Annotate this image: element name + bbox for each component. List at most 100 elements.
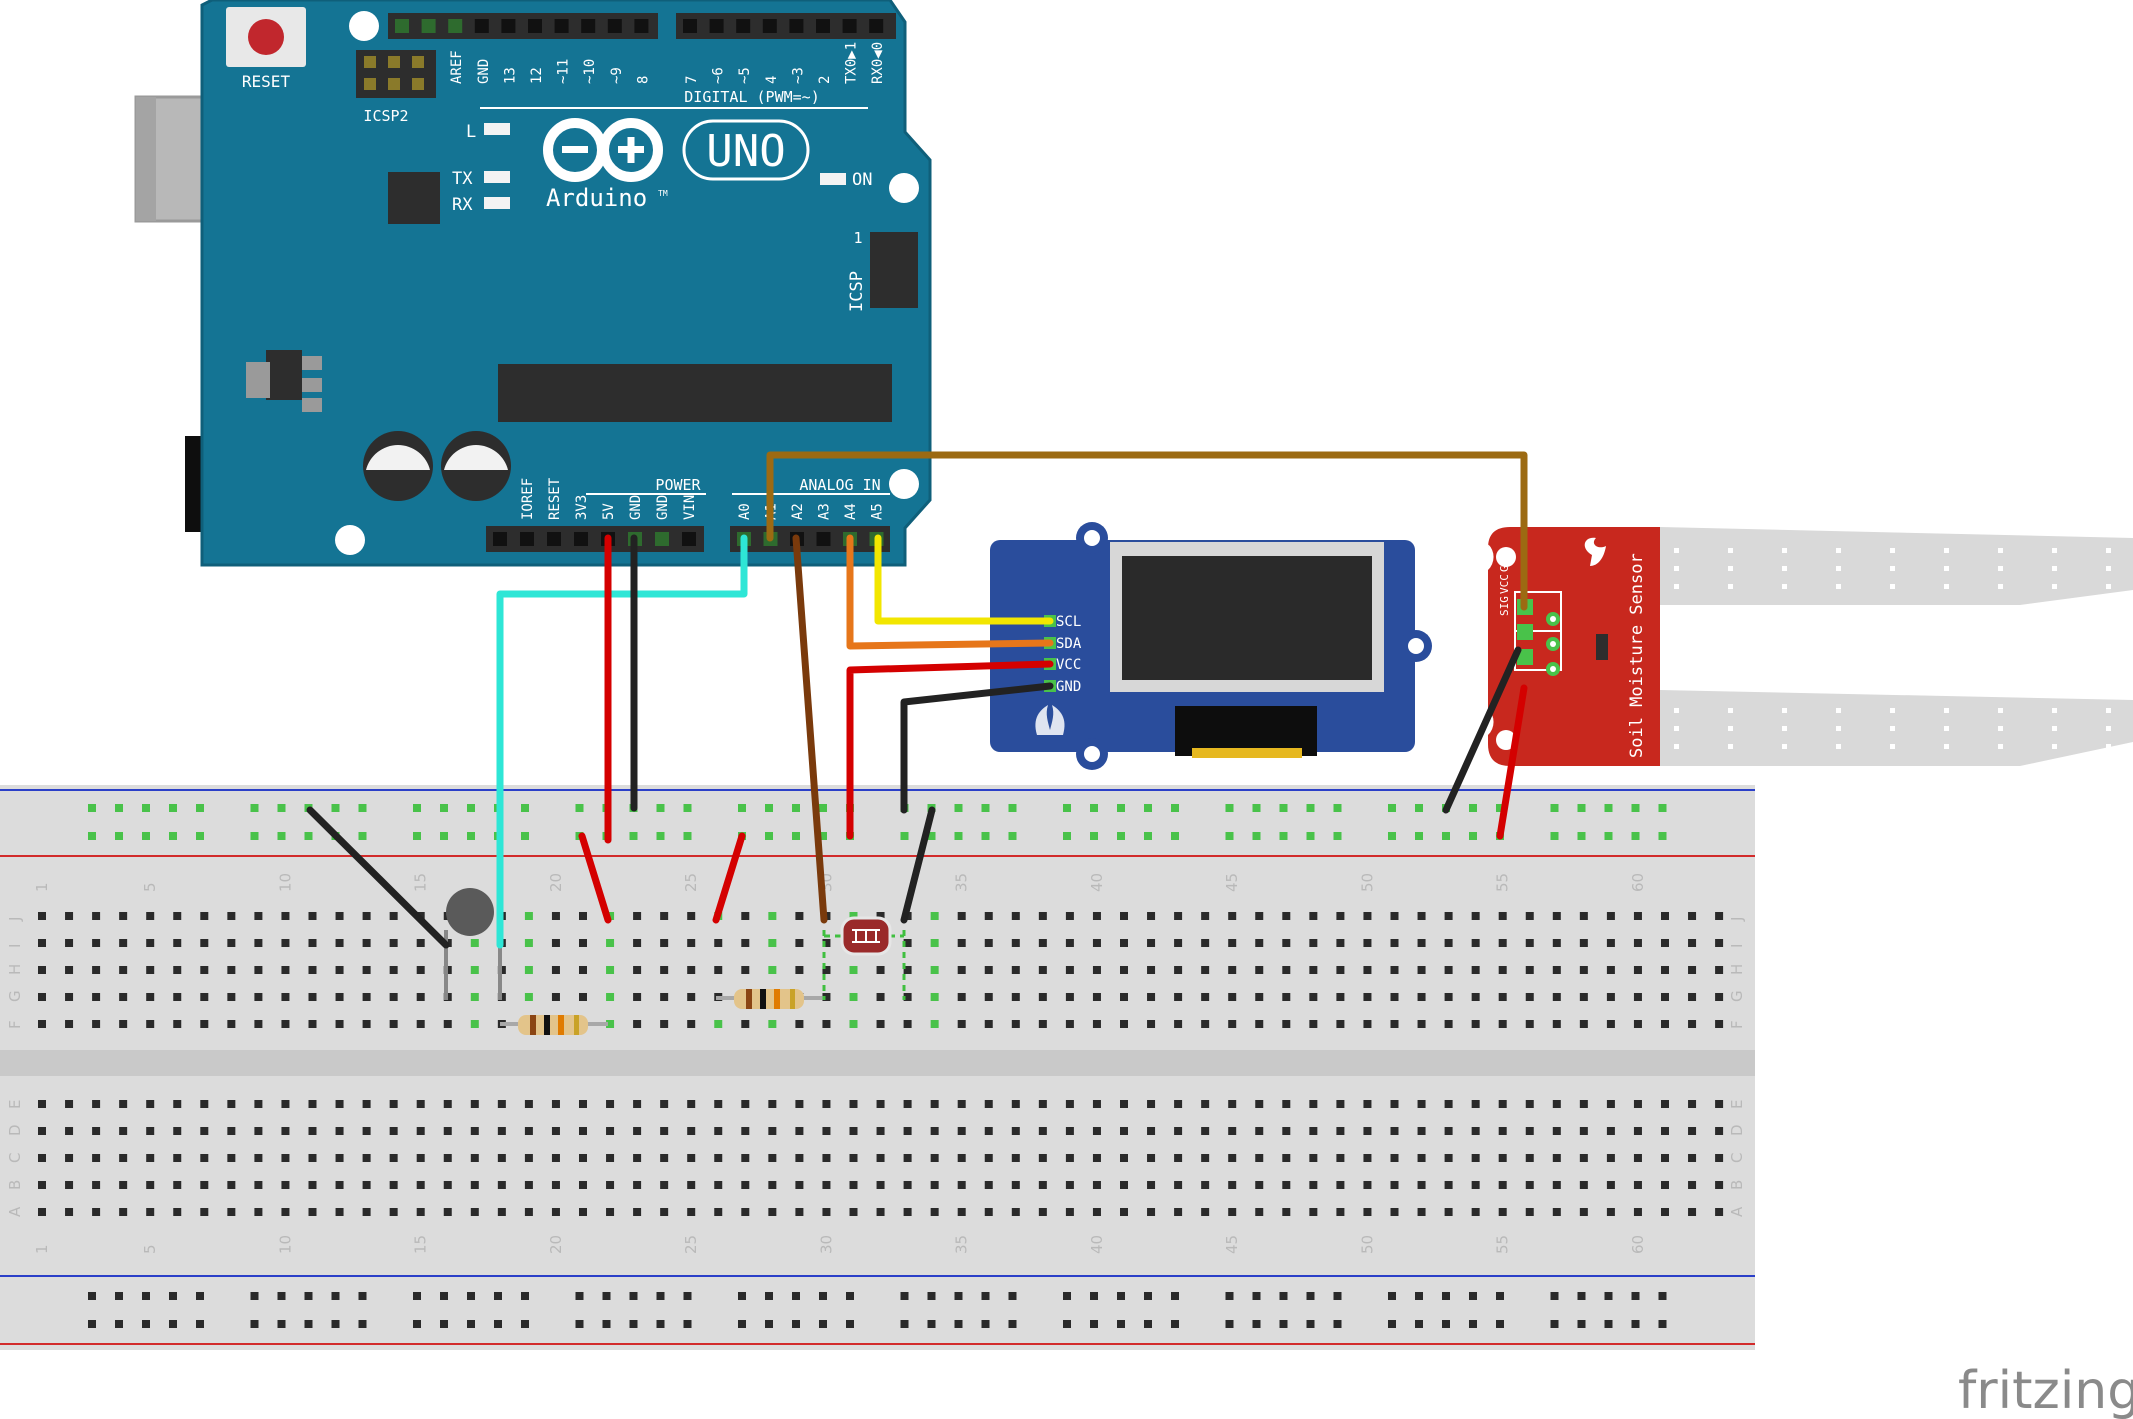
rail-hole — [358, 832, 367, 840]
breadboard-hole — [1633, 993, 1642, 1001]
breadboard-hole — [1417, 993, 1426, 1001]
breadboard-hole — [1363, 1100, 1372, 1108]
column-number-top: 45 — [1223, 873, 1241, 892]
breadboard-hole — [1579, 1154, 1588, 1162]
breadboard-hole — [362, 1181, 371, 1189]
rail-hole — [1388, 1292, 1396, 1300]
rail-hole — [900, 1320, 909, 1328]
rail-hole — [1388, 832, 1396, 840]
breadboard-hole — [687, 966, 696, 974]
breadboard-hole — [795, 1127, 804, 1135]
breadboard-hole — [65, 1154, 74, 1162]
breadboard-hole — [1688, 939, 1697, 947]
breadboard-hole — [1092, 1020, 1101, 1028]
power-pin-label: 5V — [601, 503, 617, 520]
probe-dot — [1836, 708, 1841, 713]
rail-hole — [1550, 1292, 1559, 1300]
column-number-bottom: 55 — [1494, 1235, 1512, 1254]
power-pin-label: VIN — [682, 495, 698, 520]
sensor-pin-hole-center — [1550, 616, 1556, 622]
breadboard-hole — [1120, 993, 1128, 1001]
row-letter-left: C — [6, 1153, 24, 1163]
arduino-infinity-logo — [543, 118, 663, 182]
breadboard-hole — [65, 1181, 74, 1189]
breadboard-hole — [1228, 1100, 1237, 1108]
wire-black-oled-gnd — [900, 682, 1054, 814]
breadboard-hole — [38, 1100, 46, 1108]
rail-hole — [1171, 1320, 1179, 1328]
breadboard-hole — [1282, 1154, 1291, 1162]
breadboard-hole — [119, 1127, 128, 1135]
breadboard-hole — [1065, 1127, 1074, 1135]
icsp2-pin — [364, 78, 376, 90]
probe-dot — [1836, 744, 1841, 749]
digital-pin-label: ~3 — [790, 67, 806, 84]
breadboard-hole — [579, 1154, 587, 1162]
breadboard-hole — [1092, 1208, 1101, 1216]
rail-hole — [304, 832, 313, 840]
breadboard-hole — [1661, 1208, 1669, 1216]
rail-hole — [115, 1320, 123, 1328]
breadboard-hole — [1552, 1181, 1561, 1189]
breadboard-hole — [957, 1100, 966, 1108]
digital-pin-label: RX0◀0 — [870, 42, 886, 84]
resistor-2 — [716, 989, 824, 1009]
breadboard-hole — [1038, 912, 1047, 920]
breadboard-hole — [65, 939, 74, 947]
breadboard-hole — [227, 1100, 236, 1108]
probe-dot — [1890, 744, 1895, 749]
rail-hole — [1117, 1292, 1125, 1300]
breadboard-hole — [1633, 1181, 1642, 1189]
breadboard-hole — [1201, 939, 1210, 947]
breadboard-hole — [1390, 1154, 1399, 1162]
breadboard-hole — [200, 966, 209, 974]
breadboard-hole — [524, 1100, 533, 1108]
breadboard-hole — [1309, 1020, 1318, 1028]
breadboard-hole — [957, 1208, 966, 1216]
breadboard-hole — [1525, 1127, 1534, 1135]
breadboard-hole — [903, 1181, 912, 1189]
breadboard-hole — [470, 1181, 479, 1189]
breadboard-hole — [1120, 1020, 1128, 1028]
breadboard-hole — [1498, 1181, 1507, 1189]
breadboard-hole — [173, 1020, 182, 1028]
header-pin — [474, 19, 489, 33]
breadboard-hole — [903, 1127, 912, 1135]
breadboard-hole — [984, 993, 993, 1001]
breadboard-hole — [119, 939, 128, 947]
probe-dots — [1674, 548, 2111, 749]
column-number-top: 50 — [1358, 873, 1376, 892]
rail-hole — [1415, 804, 1423, 812]
breadboard-hole — [254, 1208, 263, 1216]
header-pin — [581, 19, 596, 33]
row-letter-right: H — [1728, 964, 1746, 975]
breadboard-hole — [254, 993, 263, 1001]
breadboard-hole — [741, 1208, 750, 1216]
rail-hole — [981, 1292, 990, 1300]
probe-dot — [1782, 726, 1787, 731]
breadboard-hole — [1228, 1181, 1237, 1189]
breadboard-hole — [1336, 912, 1345, 920]
breadboard-hole — [227, 1020, 236, 1028]
header-pin — [816, 19, 830, 33]
bottom-header-pins — [493, 532, 884, 546]
probe-dot — [1944, 726, 1949, 731]
breadboard-hole — [1633, 912, 1642, 920]
breadboard-hole — [1092, 912, 1101, 920]
breadboard-hole — [768, 939, 777, 947]
breadboard-hole — [1011, 1020, 1020, 1028]
breadboard-hole — [660, 966, 669, 974]
probe-dot — [1890, 566, 1895, 571]
breadboard-hole — [1309, 966, 1318, 974]
header-pin — [842, 19, 857, 33]
digital-pin-label: 13 — [502, 67, 518, 84]
breadboard-hole — [1336, 1181, 1345, 1189]
breadboard-hole — [984, 1154, 993, 1162]
breadboard-hole — [65, 966, 74, 974]
rail-hole — [304, 1292, 313, 1300]
resistor-1 — [500, 1015, 608, 1035]
breadboard-hole — [173, 993, 182, 1001]
breadboard-hole — [1552, 1208, 1561, 1216]
breadboard-hole — [579, 1181, 587, 1189]
rail-hole — [88, 1292, 96, 1300]
